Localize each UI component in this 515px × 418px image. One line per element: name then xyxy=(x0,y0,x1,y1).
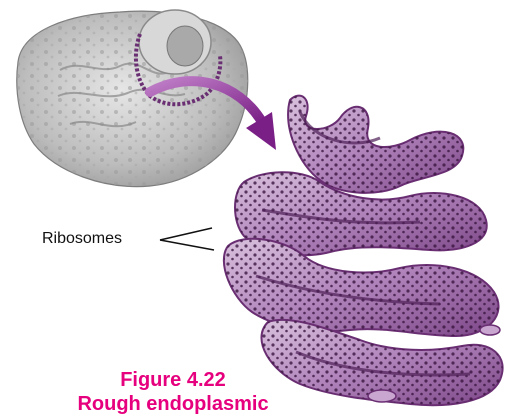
er-vesicle xyxy=(480,325,500,335)
figure-caption: Figure 4.22 Rough endoplasmic xyxy=(8,368,338,416)
cell-texture xyxy=(17,11,248,186)
er-vesicle xyxy=(368,390,396,402)
cell-illustration xyxy=(17,10,248,187)
figure-title: Rough endoplasmic xyxy=(8,392,338,416)
ribosomes-leader-lines xyxy=(160,228,214,250)
ribosomes-label: Ribosomes xyxy=(42,230,122,248)
figure-number: Figure 4.22 xyxy=(8,368,338,392)
nucleolus xyxy=(167,26,203,66)
